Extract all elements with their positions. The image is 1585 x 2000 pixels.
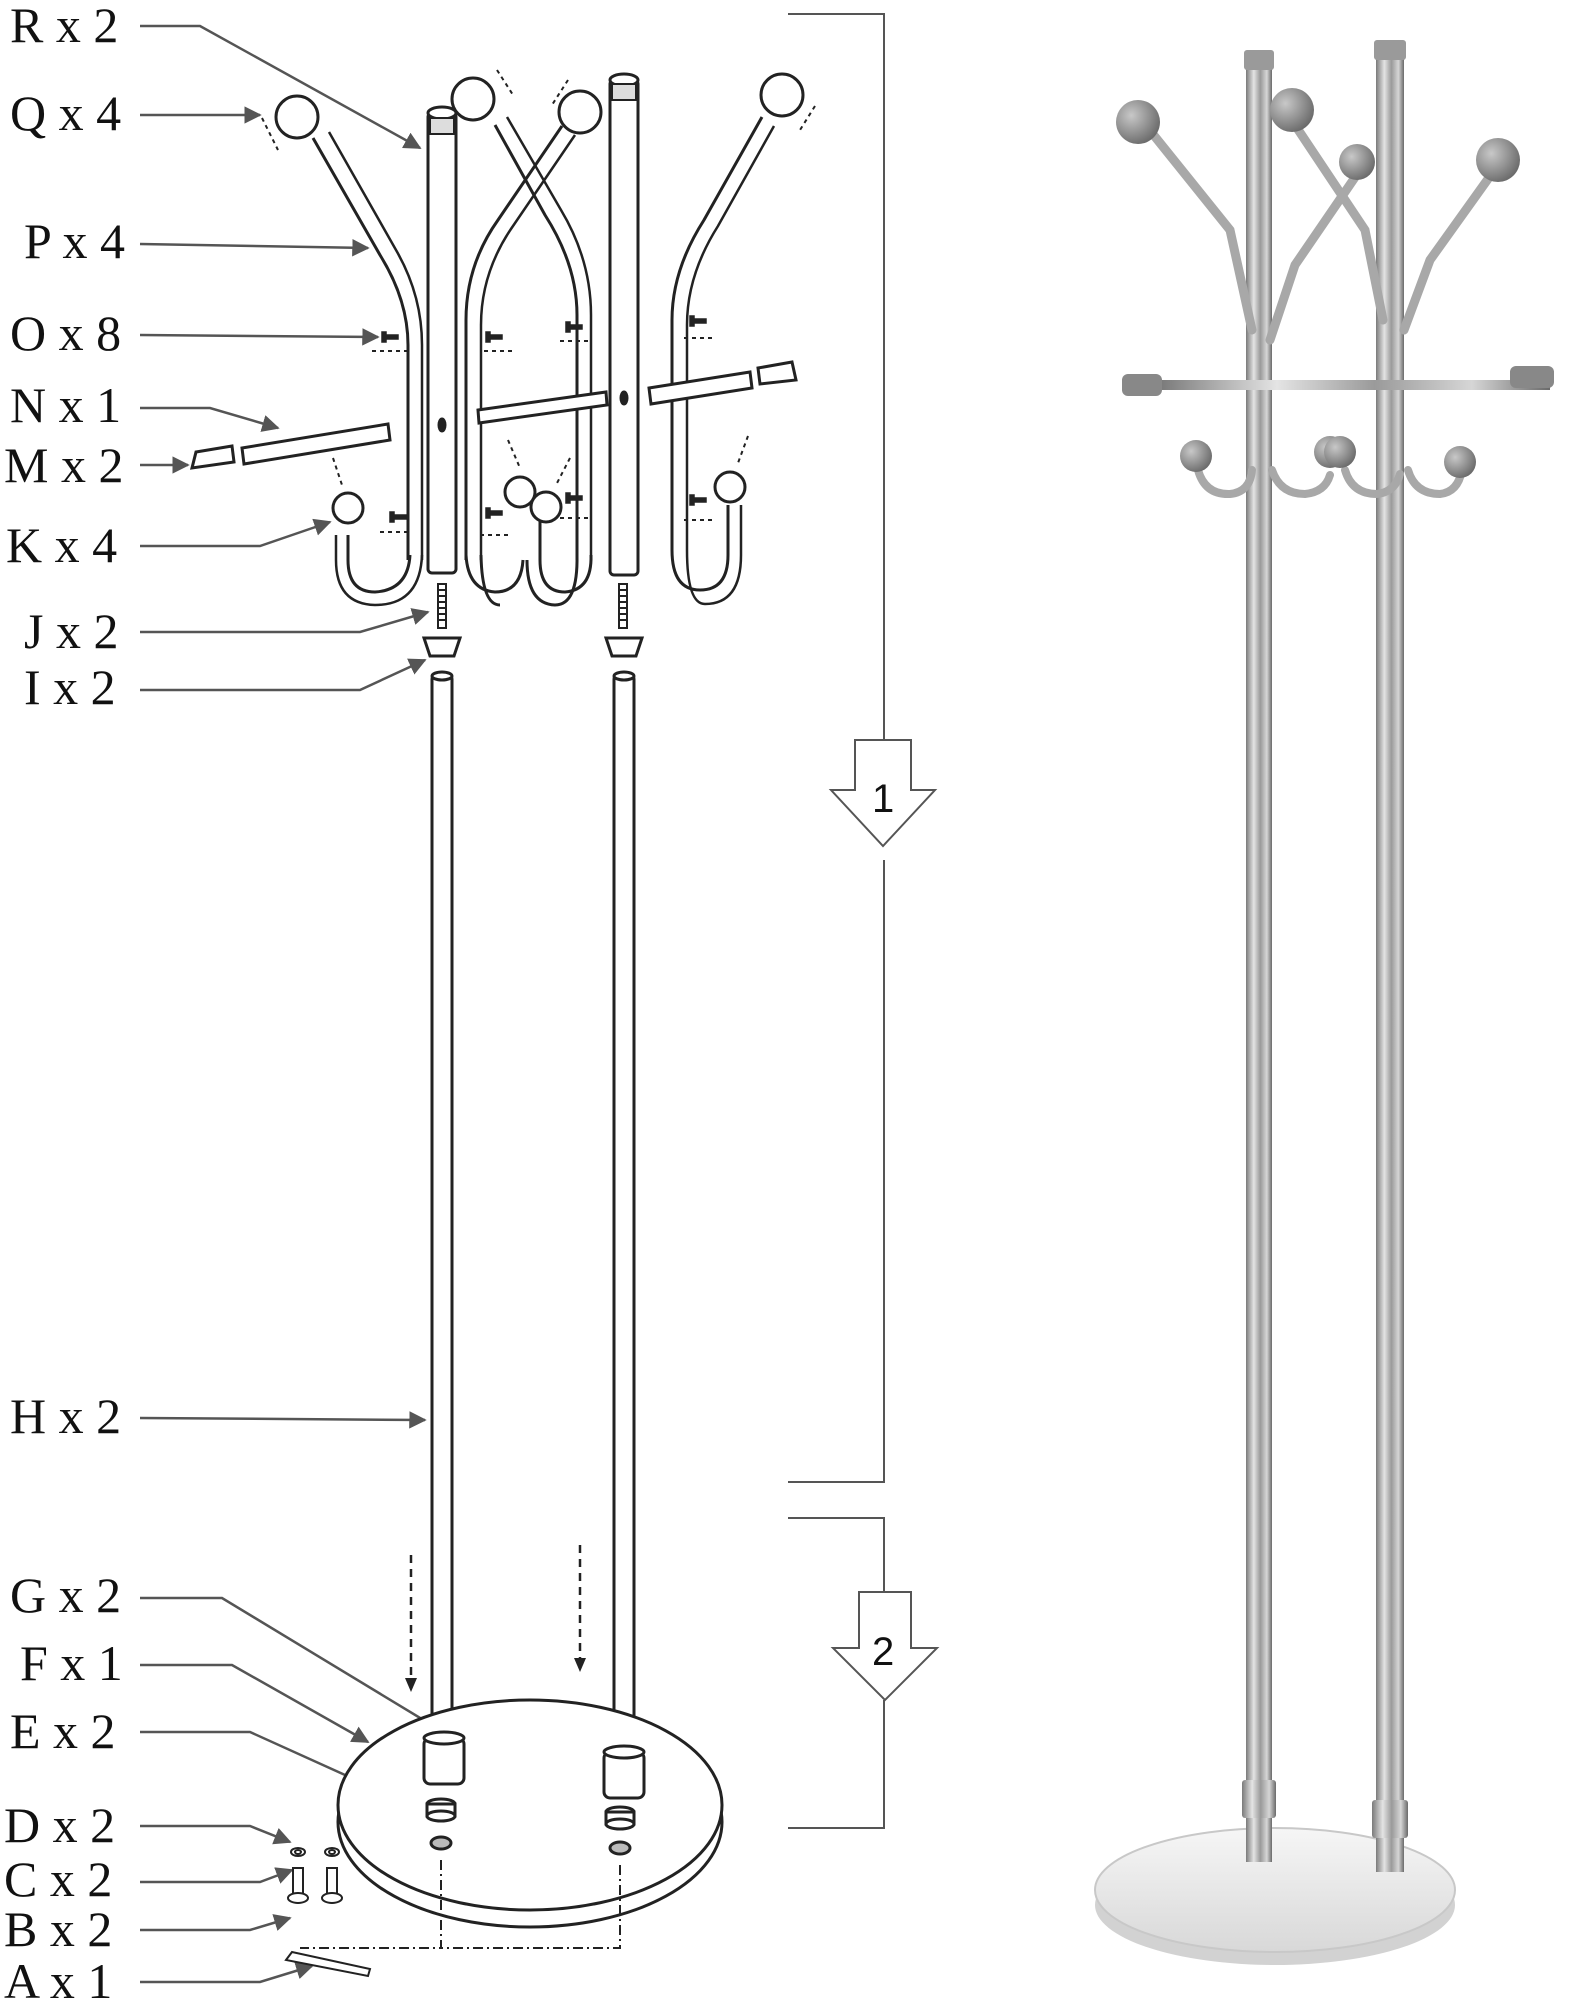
screws-o <box>381 315 707 523</box>
step-2-arrow: 2 <box>830 1591 940 1702</box>
photo-crossbar-cap-left <box>1122 374 1162 396</box>
knob-q-1 <box>274 94 320 140</box>
leader-r <box>140 24 422 150</box>
drop-arrow-heads <box>405 1658 586 1692</box>
knobs-q <box>274 72 805 140</box>
part-label-e: E x 2 <box>10 1703 116 1759</box>
upper-arm-1 <box>311 131 424 560</box>
step-1-arrow: 1 <box>828 739 938 848</box>
step-2-bracket <box>788 1517 885 1829</box>
leader-g <box>140 1596 442 1732</box>
upper-arm-2 <box>493 116 593 560</box>
photo-pole-right <box>1376 50 1404 1872</box>
part-label-r: R x 2 <box>10 0 118 53</box>
part-label-f: F x 1 <box>20 1635 123 1691</box>
leader-b <box>140 1914 292 1932</box>
part-label-k: K x 4 <box>6 517 117 573</box>
screw-o-3 <box>565 321 583 333</box>
part-label-h: H x 2 <box>10 1388 121 1444</box>
sockets-g <box>422 1730 646 1800</box>
step-1-number: 1 <box>872 777 894 821</box>
leader-f <box>140 1663 370 1744</box>
crossbar-n <box>240 370 754 466</box>
leader-k <box>140 518 332 548</box>
washers-e <box>425 1797 636 1856</box>
leader-lines <box>139 24 442 1984</box>
screw-o-8 <box>689 494 707 506</box>
screw-o-4 <box>689 315 707 327</box>
hardware-small <box>284 1847 372 1978</box>
part-label-o: O x 8 <box>10 305 121 361</box>
photo-base <box>1094 1827 1456 1953</box>
leader-j <box>140 608 430 634</box>
leader-o <box>139 328 380 346</box>
photo-socket-left <box>1242 1780 1276 1818</box>
top-pole-left <box>426 105 458 575</box>
exploded-view <box>190 69 816 1978</box>
long-poles-h <box>430 670 636 1733</box>
top-pole-right <box>608 72 640 577</box>
upper-arm-3 <box>464 125 577 560</box>
hooks-k <box>334 505 743 607</box>
leader-i <box>140 658 427 692</box>
knob-q-3 <box>557 89 603 135</box>
part-label-b: B x 2 <box>4 1901 112 1957</box>
photo-knobs-lower <box>1180 436 1476 478</box>
leader-a <box>140 1962 314 1984</box>
part-label-c: C x 2 <box>4 1851 112 1907</box>
drop-arrows <box>409 1545 582 1680</box>
photo-knobs-upper <box>1116 88 1520 182</box>
leader-h <box>139 1411 427 1429</box>
part-label-g: G x 2 <box>10 1567 121 1623</box>
part-label-i: I x 2 <box>24 659 116 715</box>
bolt-paths <box>300 1860 621 1949</box>
step-1-bracket <box>788 13 885 1483</box>
leader-d <box>140 1824 292 1845</box>
photo-cap-left <box>1244 50 1274 70</box>
base-f <box>336 1698 724 1929</box>
assembly-arrows-top <box>261 69 816 536</box>
upper-arm-4 <box>670 116 776 550</box>
hook-knobs <box>331 470 747 525</box>
part-label-a: A x 1 <box>4 1953 112 2000</box>
leader-c <box>140 1867 294 1884</box>
part-label-m: M x 2 <box>4 437 123 493</box>
screw-o-2 <box>485 331 503 343</box>
photo-crossbar-cap-right <box>1510 366 1554 388</box>
screw-o-1 <box>381 331 399 343</box>
photo-pole-left <box>1246 60 1272 1862</box>
photo-crossbar <box>1160 380 1550 390</box>
part-labels: R x 2 Q x 4 P x 4 O x 8 N x 1 M x 2 K x … <box>4 0 125 2000</box>
knob-q-2 <box>450 76 496 122</box>
product-photo <box>1094 40 1554 1965</box>
part-label-d: D x 2 <box>4 1797 115 1853</box>
photo-cap-right <box>1374 40 1406 60</box>
knob-q-4 <box>759 72 805 118</box>
part-label-q: Q x 4 <box>10 85 121 141</box>
photo-socket-right <box>1372 1800 1408 1838</box>
leader-p <box>139 238 370 257</box>
photo-lower-hooks <box>1194 466 1466 499</box>
screw-o-6 <box>485 507 503 519</box>
leader-n <box>140 406 280 432</box>
threaded-rods-j <box>437 583 628 629</box>
part-label-j: J x 2 <box>24 603 118 659</box>
photo-upper-arms <box>1143 120 1503 345</box>
screw-o-7 <box>565 492 583 504</box>
connectors-i <box>421 636 645 658</box>
step-2-number: 2 <box>872 1630 894 1674</box>
end-caps-m <box>190 360 798 470</box>
screw-o-5 <box>389 511 407 523</box>
part-label-p: P x 4 <box>24 213 125 269</box>
part-label-n: N x 1 <box>10 377 121 433</box>
